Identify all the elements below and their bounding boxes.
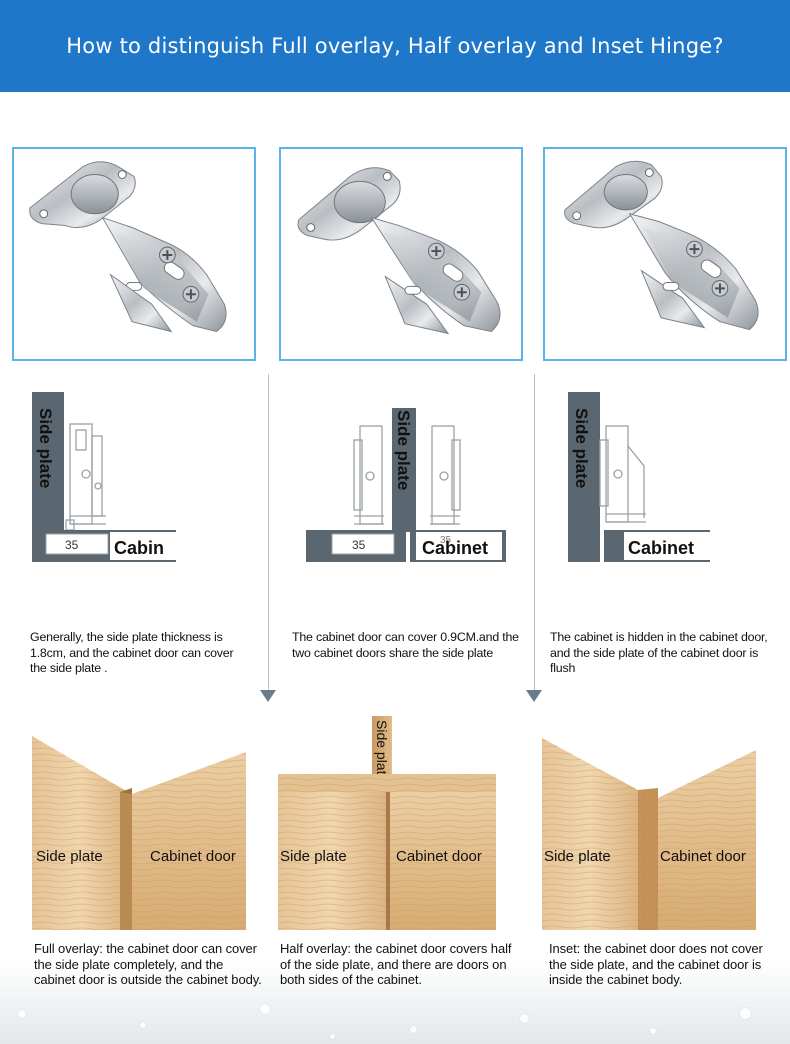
side-plate-label: Side plate <box>36 408 55 488</box>
cabinet-door-label: Cabinet door <box>660 848 746 865</box>
side-plate-bar <box>392 408 416 532</box>
full-overlay-wood-sample: Side plate Cabinet door <box>32 722 246 930</box>
water-droplet <box>18 1010 26 1018</box>
arrow-down-icon <box>526 690 542 702</box>
dimension-label: 35 <box>352 538 366 552</box>
inset-description: The cabinet is hidden in the cabinet doo… <box>550 630 768 675</box>
water-droplet <box>140 1022 146 1028</box>
water-droplet <box>740 1008 751 1019</box>
hinge-icon <box>564 160 759 331</box>
bottom-background <box>0 960 790 1044</box>
arrow-down-icon <box>260 690 276 702</box>
title-banner: How to distinguish Full overlay, Half ov… <box>0 0 790 92</box>
hinge-icon <box>297 167 501 335</box>
water-droplet <box>260 1004 270 1014</box>
cabinet-label: Cabin <box>114 538 164 558</box>
hinge-outline-icon <box>353 425 461 525</box>
side-plate-label: Side plate <box>544 848 611 865</box>
inset-wood-sample: Side plate Cabinet door <box>542 738 756 930</box>
cabinet-label: Cabinet <box>628 538 694 558</box>
cabinet-door-label: Cabinet door <box>150 848 236 865</box>
side-plate-bar <box>32 392 64 530</box>
water-droplet <box>410 1026 417 1033</box>
inset-hinge-photo <box>543 147 787 361</box>
full-overlay-description: Generally, the side plate thickness is 1… <box>30 630 234 675</box>
hinge-icon <box>29 161 227 333</box>
water-droplet <box>520 1014 529 1023</box>
side-plate-bar <box>568 392 600 562</box>
cabinet-door-label: Cabinet door <box>396 848 482 865</box>
page-title: How to distinguish Full overlay, Half ov… <box>66 34 724 58</box>
half-overlay-hinge-photo <box>279 147 523 361</box>
top-side-plate-label: Side plate <box>374 720 390 782</box>
half-overlay-wood-sample: Side plate Side plate Cabinet door <box>278 716 496 930</box>
dimension-label-2: 35 <box>440 535 452 546</box>
side-plate-label: Side plate <box>280 848 347 865</box>
inset-caption: Inset: the cabinet door does not cover t… <box>549 941 763 987</box>
full-overlay-hinge-photo <box>12 147 256 361</box>
cabinet-label: Cabinet <box>422 538 488 558</box>
dimension-label: 35 <box>65 538 79 552</box>
half-overlay-caption: Half overlay: the cabinet door covers ha… <box>280 941 512 987</box>
hinge-outline-icon <box>599 425 646 523</box>
side-plate-label: Side plate <box>36 848 103 865</box>
side-plate-label: Side plate <box>572 408 591 488</box>
full-overlay-caption: Full overlay: the cabinet door can cover… <box>34 941 262 987</box>
hinge-outline-icon <box>65 423 106 531</box>
half-overlay-description: The cabinet door can cover 0.9CM.and the… <box>292 630 519 660</box>
guide-line-left <box>268 374 269 692</box>
water-droplet <box>330 1034 335 1039</box>
half-overlay-diagram: Side plate 35 35 Cabinet <box>306 386 506 576</box>
side-plate-label: Side plate <box>394 410 413 490</box>
inset-diagram: Side plate Cabinet <box>566 386 716 576</box>
guide-line-right <box>534 374 535 692</box>
full-overlay-diagram: Side plate 35 Cabin <box>28 386 178 576</box>
water-droplet <box>650 1028 656 1034</box>
